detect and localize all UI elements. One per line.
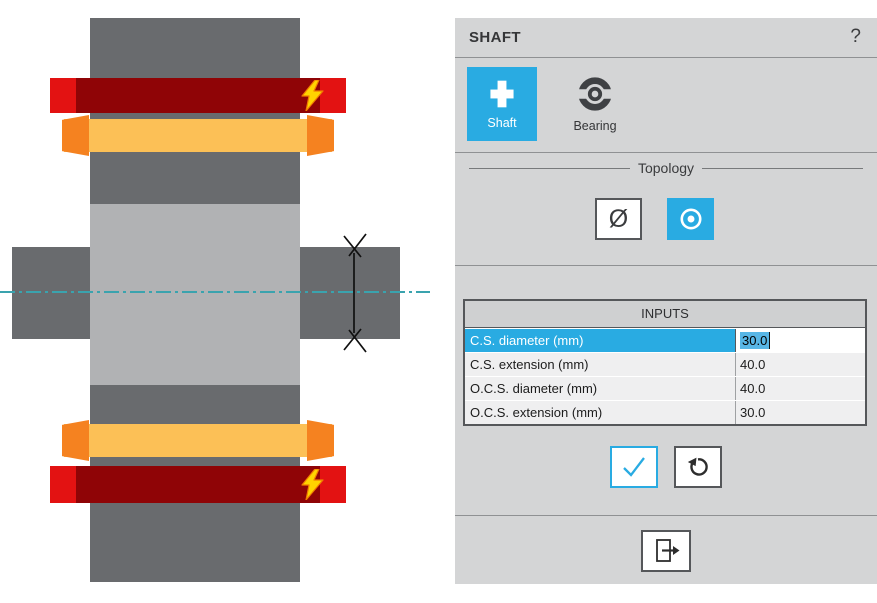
shaft-center-section: [90, 204, 300, 385]
row-value-input[interactable]: 30.0: [735, 329, 865, 352]
countershaft-left: [12, 247, 90, 339]
inner-ring-cap-right: [307, 115, 334, 156]
inner-ring-cap-right: [307, 420, 334, 461]
topology-legend: Topology: [469, 160, 864, 176]
bearing-outer-ring-top: [50, 78, 346, 113]
inputs-table-header: INPUTS: [465, 301, 865, 328]
inner-ring-cap-left: [62, 420, 89, 461]
undo-icon: [687, 457, 708, 476]
row-value[interactable]: 40.0: [735, 377, 865, 400]
legend-line: [702, 167, 864, 169]
panel-title: SHAFT: [469, 29, 521, 46]
check-icon: [623, 457, 645, 477]
reset-button[interactable]: [674, 446, 722, 488]
shaft-icon: [490, 80, 514, 108]
separator: [455, 152, 877, 153]
row-label: O.C.S. extension (mm): [470, 405, 603, 420]
bearing-cap-right: [320, 466, 346, 503]
circle-dot-icon: [679, 208, 702, 230]
row-label: O.C.S. diameter (mm): [470, 381, 598, 396]
selected-value-text: 30.0: [740, 332, 771, 349]
tab-shaft[interactable]: Shaft: [467, 67, 537, 141]
inner-ring-cap-left: [62, 115, 89, 156]
flash-icon: [301, 80, 324, 111]
bearing-cap-right: [320, 78, 346, 113]
table-row[interactable]: C.S. diameter (mm) 30.0: [465, 328, 865, 352]
table-row[interactable]: O.C.S. extension (mm) 30.0: [465, 400, 865, 424]
action-buttons: [455, 446, 877, 488]
bearing-outer-ring-bottom: [50, 466, 346, 503]
row-label: C.S. extension (mm): [470, 357, 589, 372]
countershaft-right: [300, 247, 400, 339]
tab-bearing-label: Bearing: [573, 119, 617, 133]
table-row[interactable]: O.C.S. diameter (mm) 40.0: [465, 376, 865, 400]
bearing-cap-left: [50, 466, 76, 503]
export-icon: [656, 539, 680, 562]
shaft-panel: SHAFT ? Shaft Bearing Topology: [455, 18, 877, 584]
panel-header: SHAFT ?: [455, 18, 877, 58]
export-button[interactable]: [641, 530, 691, 572]
separator: [455, 515, 877, 516]
bearing-cap-left: [50, 78, 76, 113]
row-value[interactable]: 30.0: [735, 401, 865, 424]
topology-legend-label: Topology: [637, 160, 695, 176]
row-label: C.S. diameter (mm): [470, 333, 584, 348]
flash-icon: [301, 469, 324, 500]
topology-closed-shaft-button[interactable]: [667, 198, 714, 240]
separator: [455, 265, 877, 266]
empty-set-icon: Ø: [608, 204, 629, 233]
tab-bearing[interactable]: Bearing: [551, 67, 639, 141]
row-value[interactable]: 40.0: [735, 353, 865, 376]
help-button[interactable]: ?: [850, 26, 861, 47]
inputs-table: INPUTS C.S. diameter (mm) 30.0 C.S. exte…: [463, 299, 867, 426]
confirm-button[interactable]: [610, 446, 658, 488]
legend-line: [469, 167, 630, 169]
bearing-icon: [576, 77, 614, 111]
bearing-body: [76, 78, 320, 113]
centerline: [0, 291, 430, 293]
table-row[interactable]: C.S. extension (mm) 40.0: [465, 352, 865, 376]
break-symbol-icon: [343, 233, 367, 353]
bearing-body: [76, 466, 320, 503]
bearing-inner-ring-bottom: [62, 420, 334, 461]
topology-open-shaft-button[interactable]: Ø: [595, 198, 642, 240]
bearing-inner-ring-top: [62, 115, 334, 156]
tab-shaft-label: Shaft: [487, 116, 517, 130]
